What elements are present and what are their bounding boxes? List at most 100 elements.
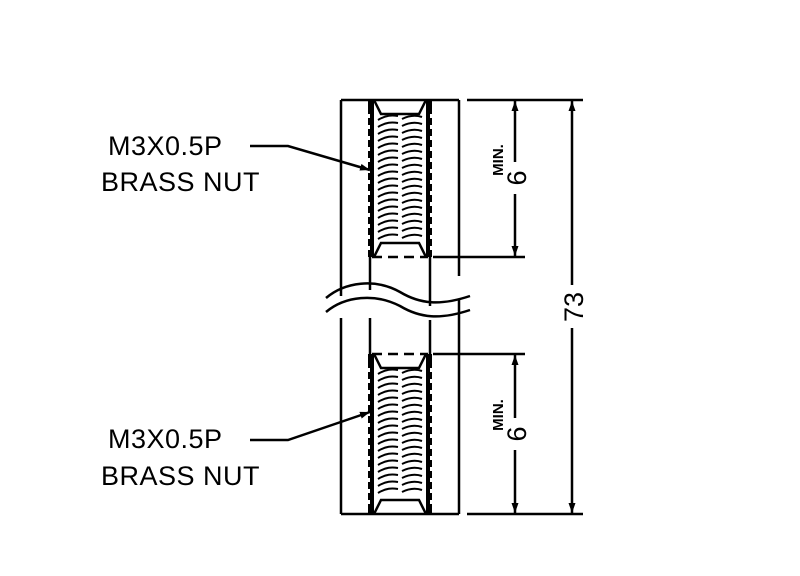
knurl-notch: [430, 213, 432, 217]
thread-line: [401, 142, 423, 148]
knurl-notch: [368, 213, 370, 217]
callout-bottom: M3X0.5P BRASS NUT: [101, 410, 371, 491]
knurl-notch: [368, 158, 370, 162]
knurl-notch: [430, 368, 432, 372]
standoff-body: [339, 98, 461, 516]
knurl-notch: [368, 489, 370, 493]
thread-line: [377, 368, 399, 375]
knurl-notch: [430, 456, 432, 460]
dim-bottom-value: 6: [502, 426, 532, 441]
knurl-notch: [430, 489, 432, 493]
thread-line: [377, 184, 399, 191]
knurl-notch: [430, 114, 432, 118]
thread-line: [377, 142, 399, 149]
nut-wall-left: [368, 100, 374, 257]
nut-wall-right: [426, 100, 432, 257]
thread-line: [401, 459, 423, 465]
callout-top-spec: M3X0.5P: [108, 131, 223, 161]
dim-overall-value: 73: [559, 292, 589, 322]
thread-line: [401, 198, 423, 204]
thread-line: [377, 226, 399, 233]
nut-chamfer-top: [372, 353, 428, 370]
knurl-notch: [430, 390, 432, 394]
thread-line: [401, 480, 423, 486]
thread-line: [401, 382, 423, 388]
thread-line: [377, 438, 399, 445]
nut-chamfer-top: [372, 99, 428, 116]
thread-line: [377, 382, 399, 389]
knurl-notch: [368, 246, 370, 250]
thread-line: [401, 375, 423, 381]
nut-wall-left: [368, 354, 374, 514]
callout-bottom-material: BRASS NUT: [101, 461, 260, 491]
thread-line: [401, 424, 423, 430]
break-line-lower: [325, 296, 471, 318]
knurl-notch: [368, 114, 370, 118]
thread-line: [401, 396, 423, 402]
thread-line: [377, 396, 399, 403]
thread-line: [377, 375, 399, 382]
thread-line: [401, 121, 423, 127]
break-symbol: [325, 282, 471, 318]
thread-line: [377, 410, 399, 417]
nut-wall-right: [426, 354, 432, 514]
thread-line: [377, 466, 399, 473]
thread-line: [377, 459, 399, 466]
knurl-notch: [430, 224, 432, 228]
thread-line: [377, 135, 399, 142]
thread-line: [401, 487, 423, 493]
knurl-notch: [430, 246, 432, 250]
knurl-notch: [430, 169, 432, 173]
thread-line: [401, 389, 423, 395]
knurl-notch: [368, 202, 370, 206]
thread-line: [401, 156, 423, 162]
knurl-notch: [430, 478, 432, 482]
knurl-notch: [430, 445, 432, 449]
knurl-notch: [368, 235, 370, 239]
knurl-notch: [368, 368, 370, 372]
thread-line: [401, 417, 423, 423]
thread-line: [377, 480, 399, 487]
dim-top-qualifier: MIN.: [490, 144, 507, 176]
hidden-lines: [372, 255, 428, 356]
callout-bottom-spec: M3X0.5P: [108, 424, 223, 454]
thread-line: [401, 473, 423, 479]
thread-line: [377, 473, 399, 480]
thread-line: [401, 368, 423, 374]
knurl-notch: [430, 136, 432, 140]
knurl-notch: [430, 500, 432, 504]
thread-line: [377, 487, 399, 494]
knurl-notch: [368, 434, 370, 438]
thread-line: [401, 205, 423, 211]
knurl-notch: [430, 401, 432, 405]
thread-line: [401, 170, 423, 176]
thread-line: [401, 163, 423, 169]
knurl-notch: [368, 500, 370, 504]
thread-line: [401, 431, 423, 437]
knurl-notch: [430, 379, 432, 383]
thread-line: [377, 417, 399, 424]
dim-top-value: 6: [502, 170, 532, 185]
thread-line: [401, 233, 423, 239]
nut-chamfer-bottom: [372, 498, 428, 515]
thread-line: [401, 135, 423, 141]
thread-line: [401, 445, 423, 451]
thread-line: [377, 389, 399, 396]
extension-lines: [433, 98, 583, 516]
knurl-notch: [430, 235, 432, 239]
thread-line: [377, 128, 399, 135]
thread-line: [377, 431, 399, 438]
knurl-notch: [368, 467, 370, 471]
thread-line: [401, 438, 423, 444]
thread-line: [401, 177, 423, 183]
callout-top-material: BRASS NUT: [101, 167, 260, 197]
thread-line: [401, 212, 423, 218]
knurl-notch: [368, 125, 370, 129]
knurl-notch: [368, 456, 370, 460]
knurl-notch: [430, 412, 432, 416]
thread-line: [401, 128, 423, 134]
thread-line: [377, 198, 399, 205]
dim-bottom-qualifier: MIN.: [490, 399, 507, 431]
knurl-notch: [368, 401, 370, 405]
